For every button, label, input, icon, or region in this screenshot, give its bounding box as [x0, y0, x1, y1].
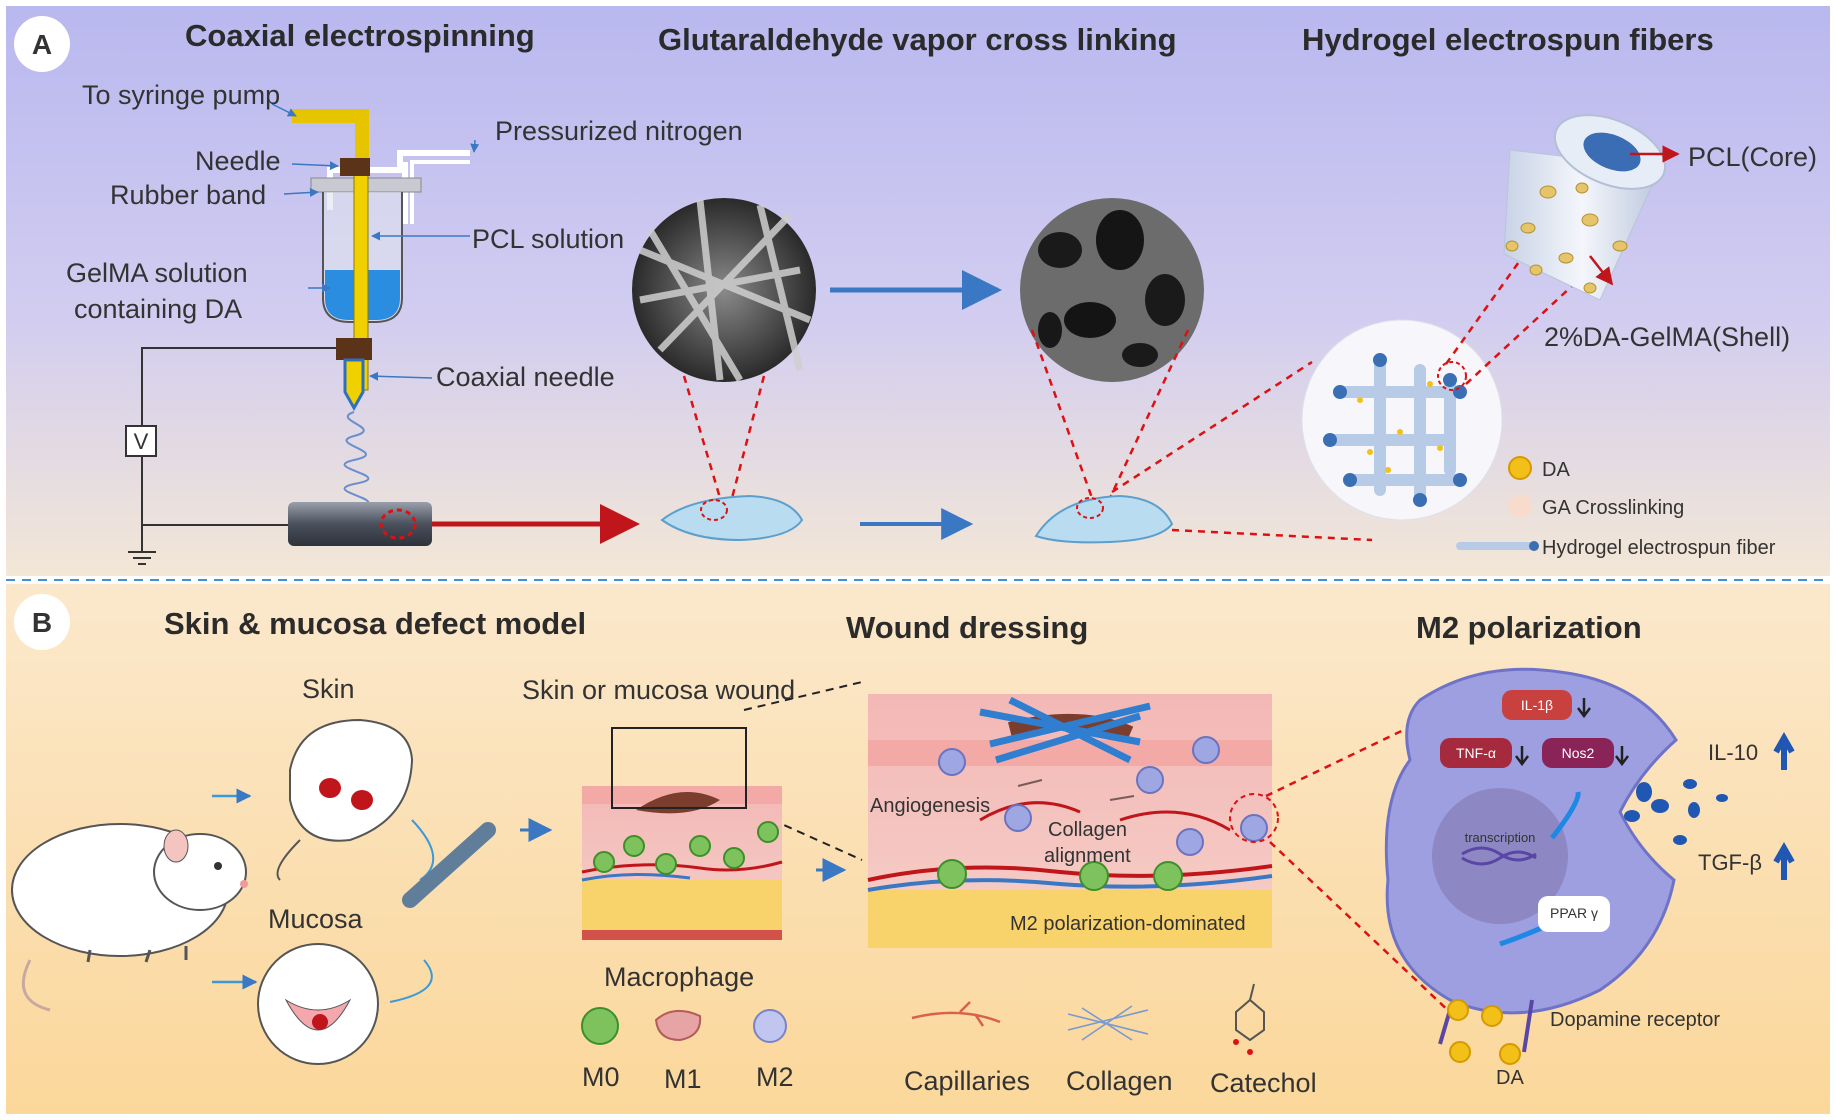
label-wound: Skin or mucosa wound [522, 675, 795, 705]
wound-tissue-block [581, 727, 783, 940]
rat-skin-illustration [276, 718, 414, 881]
coaxial-needle [343, 358, 365, 412]
ppar-box [1538, 896, 1610, 932]
legend-ga-label: GA Crosslinking [1542, 497, 1684, 519]
label-syringe-pump: To syringe pump [82, 80, 280, 110]
title-defect-model: Skin & mucosa defect model [164, 606, 586, 641]
label-rubber-band: Rubber band [110, 180, 266, 210]
scalpel-icon [402, 822, 496, 908]
label-coaxial-needle: Coaxial needle [436, 362, 615, 392]
label-skin: Skin [302, 674, 355, 704]
label-pcl-solution: PCL solution [472, 224, 624, 254]
m2-cell-icon [753, 1009, 787, 1043]
label-collagen-2: alignment [1044, 845, 1131, 867]
title-ga-crosslinking: Glutaraldehyde vapor cross linking [658, 22, 1177, 57]
rat-mucosa-illustration [257, 943, 379, 1065]
capillaries-icon [911, 1001, 1001, 1027]
voltage-label: V [134, 429, 149, 454]
mouse-illustration [11, 823, 248, 1012]
label-gelma-1: GelMA solution [66, 258, 248, 288]
panel-a-letter: A [32, 29, 52, 60]
label-gelma-2: containing DA [74, 294, 242, 324]
title-wound-dressing: Wound dressing [846, 610, 1088, 645]
label-nitrogen: Pressurized nitrogen [495, 116, 743, 146]
label-m0: M0 [582, 1062, 620, 1092]
il10-label: IL-10 [1708, 740, 1758, 765]
panel-b-badge [14, 594, 70, 650]
catechol-icon [1235, 983, 1265, 1042]
sem-image-before [632, 198, 816, 382]
collector-drum [288, 502, 432, 546]
tnfa-down-arrow [1515, 746, 1529, 767]
legend-panel-b: Capillaries Collagen Catechol [904, 983, 1317, 1098]
label-pcl-core: PCL(Core) [1688, 142, 1817, 172]
transcription-label: transcription [1465, 830, 1536, 845]
legend-ga-swatch [1508, 494, 1532, 518]
il1b-box [1502, 690, 1572, 720]
panel-b-letter: B [32, 607, 52, 638]
legend-panel-a: DA GA Crosslinking Hydrogel electrospun … [1456, 456, 1776, 559]
jet-spiral [343, 411, 370, 509]
il10-up-arrow [1773, 731, 1795, 770]
title-coaxial-electrospinning: Coaxial electrospinning [185, 18, 535, 53]
tnfa-label: TNF-α [1456, 745, 1496, 761]
tgfb-up-arrow [1773, 841, 1795, 880]
voltage-box [125, 425, 157, 457]
label-angiogenesis: Angiogenesis [870, 795, 990, 817]
m0-cell-icon [581, 1007, 619, 1045]
legend-capillaries: Capillaries [904, 1066, 1030, 1096]
legend-da-swatch [1508, 456, 1532, 480]
needle-clamp [336, 338, 372, 360]
sem-image-after [1020, 198, 1204, 382]
label-m2: M2 [756, 1062, 794, 1092]
collagen-icon [1067, 1005, 1149, 1041]
nos2-box [1542, 738, 1614, 768]
red-arrow-head [600, 504, 640, 544]
il1b-down-arrow [1577, 698, 1591, 719]
nos2-label: Nos2 [1562, 745, 1595, 761]
tgfb-label: TGF-β [1698, 850, 1762, 875]
title-hydrogel-fibers: Hydrogel electrospun fibers [1302, 22, 1714, 57]
apparatus-pointers [271, 103, 480, 381]
label-shell: 2%DA-GelMA(Shell) [1544, 322, 1790, 352]
core-shell-fiber [1503, 114, 1667, 301]
m1-cell-icon [654, 1009, 702, 1042]
label-macrophage: Macrophage [604, 962, 754, 992]
da-label: DA [1496, 1067, 1524, 1089]
ppar-label: PPAR γ [1550, 905, 1598, 921]
circuit-wire [141, 347, 336, 525]
label-m2-dominated: M2 polarization-dominated [1010, 913, 1246, 935]
label-collagen-1: Collagen [1048, 819, 1127, 841]
dopamine-receptor-label: Dopamine receptor [1550, 1009, 1720, 1031]
legend-catechol: Catechol [1210, 1068, 1317, 1098]
label-m1: M1 [664, 1064, 702, 1094]
legend-fiber-label: Hydrogel electrospun fiber [1542, 537, 1776, 559]
wound-dressing-tissue [867, 694, 1273, 948]
macrophage-type-icons [581, 1007, 787, 1045]
m2-macrophage-cell [1384, 667, 1728, 1065]
panel-a-badge [14, 16, 70, 72]
legend-collagen: Collagen [1066, 1066, 1173, 1096]
ground-symbol [128, 525, 156, 565]
label-mucosa: Mucosa [268, 904, 364, 934]
needle-hub [340, 158, 370, 176]
legend-da-label: DA [1542, 459, 1570, 481]
electrospinning-apparatus: V [125, 109, 640, 565]
tnfa-box [1440, 738, 1512, 768]
title-m2-polarization: M2 polarization [1416, 610, 1642, 645]
fiber-network-magnified [1301, 319, 1503, 521]
nos2-down-arrow [1615, 746, 1629, 767]
scaffold-2 [1034, 494, 1174, 544]
il1b-label: IL-1β [1521, 697, 1553, 713]
syringe-pump-tube [292, 109, 369, 160]
label-needle: Needle [195, 146, 281, 176]
